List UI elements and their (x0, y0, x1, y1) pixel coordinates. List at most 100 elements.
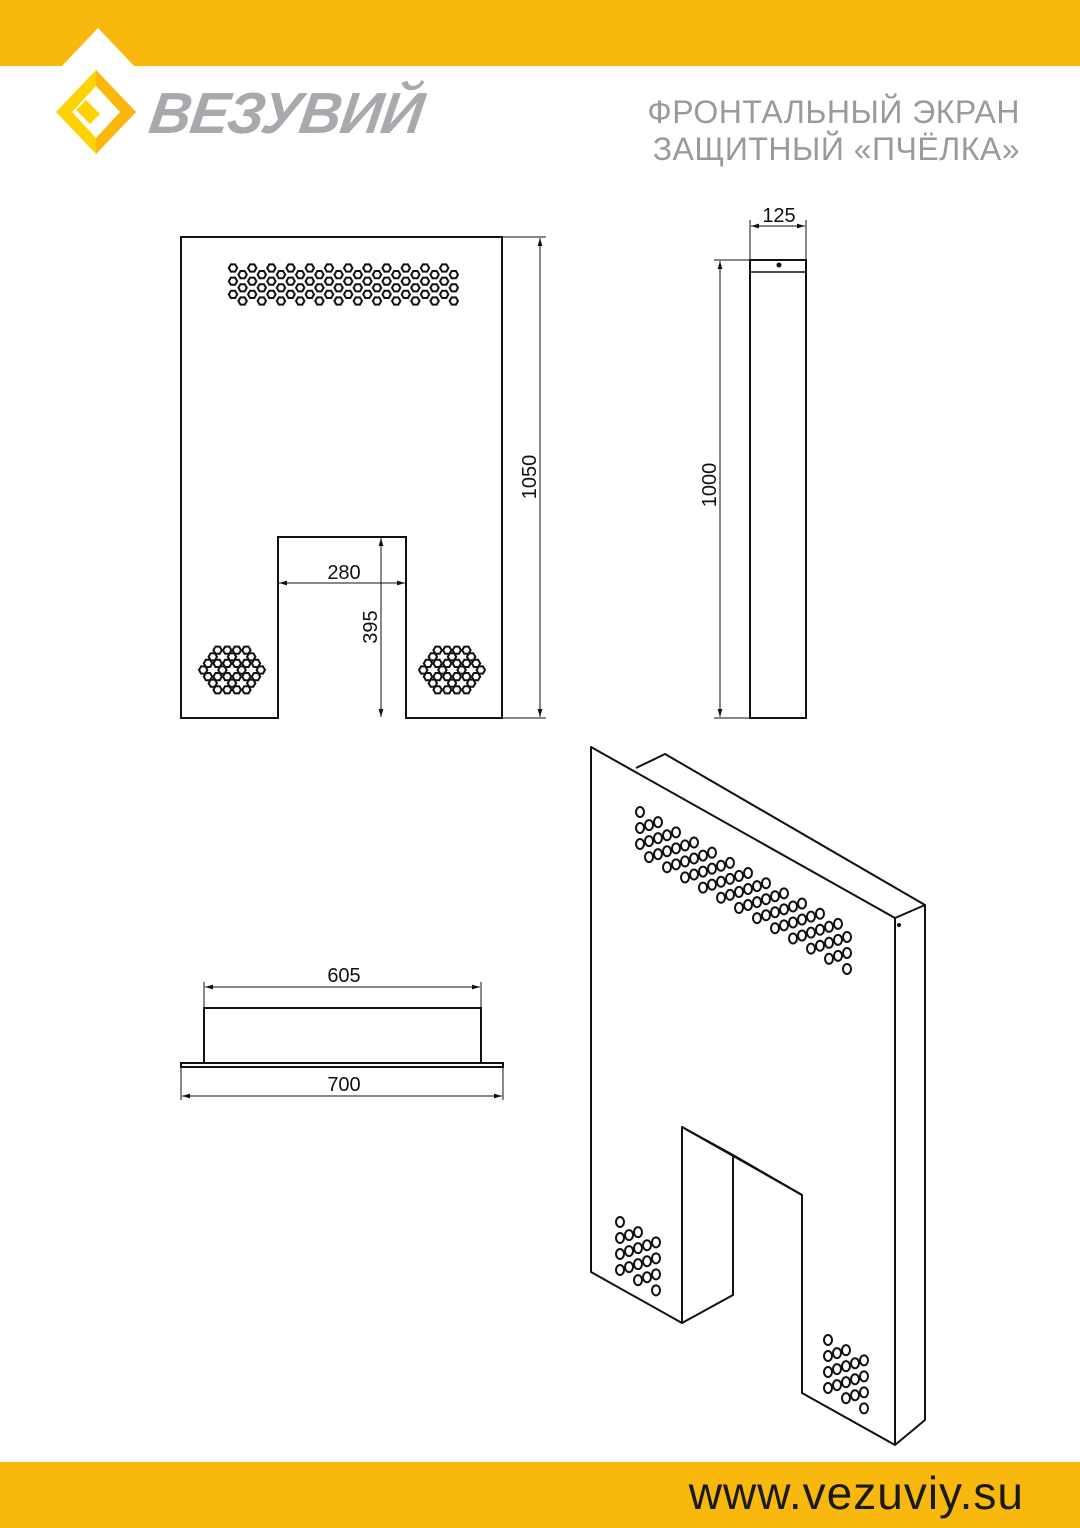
hex-hole (285, 289, 296, 299)
hex-hole (227, 289, 239, 299)
hex-hole (653, 832, 663, 845)
hex-hole (245, 678, 257, 688)
hex-hole (824, 936, 834, 949)
hex-hole (859, 1386, 869, 1399)
hex-hole (671, 858, 681, 871)
hex-hole (314, 296, 325, 306)
hex-hole (615, 1248, 625, 1260)
hex-hole (752, 896, 762, 909)
hex-hole (432, 685, 443, 695)
hex-hole (419, 276, 431, 286)
hex-hole (815, 923, 825, 936)
hex-hole (788, 916, 798, 929)
hex-hole (231, 672, 243, 682)
hex-hole (689, 836, 699, 849)
hex-hole (734, 869, 744, 882)
hex-hole (212, 645, 223, 655)
hex-hole (644, 819, 654, 832)
hex-hole (333, 270, 344, 280)
hex-hole (304, 289, 316, 299)
hex-hole (255, 665, 267, 675)
hex-hole (633, 1274, 643, 1287)
iso-hex-perforation-bottom-right (823, 1334, 869, 1415)
hex-hole (461, 658, 472, 668)
hex-hole (246, 276, 258, 286)
hex-hole (743, 867, 753, 880)
hex-hole (653, 816, 663, 829)
hex-hole (429, 296, 440, 306)
hex-hole (275, 283, 287, 293)
hex-hole (707, 862, 717, 875)
hex-hole (241, 685, 252, 695)
hex-hole (823, 1382, 833, 1394)
hex-hole (221, 685, 233, 695)
hex-hole (323, 263, 335, 273)
hex-hole (707, 846, 717, 859)
hex-hole (438, 276, 450, 286)
iso-hex-perforation-top (635, 806, 852, 975)
hex-hole (633, 1258, 643, 1271)
dimension-label-700: 700 (327, 1074, 360, 1096)
hex-hole (429, 270, 440, 280)
hex-hole (285, 263, 296, 273)
hex-hole (761, 893, 771, 906)
hex-hole (371, 283, 383, 293)
hex-hole (770, 906, 780, 919)
hex-hole (438, 263, 450, 273)
hex-hole (651, 1236, 661, 1249)
hex-hole (788, 900, 798, 913)
hex-hole (342, 276, 354, 286)
hex-hole (381, 289, 392, 299)
hex-hole (633, 1226, 643, 1239)
hex-hole (788, 932, 798, 945)
hex-hole (707, 878, 717, 891)
hex-hole (761, 877, 771, 890)
hex-hole (761, 909, 771, 922)
hex-hole (419, 289, 431, 299)
hex-hole (842, 962, 852, 975)
hex-hole (390, 296, 402, 306)
hex-hole (432, 645, 443, 655)
hex-hole (671, 842, 681, 855)
hex-hole (381, 263, 392, 273)
hex-hole (371, 296, 383, 306)
hex-hole (698, 849, 708, 862)
hex-hole (689, 852, 699, 865)
hex-hole (651, 1268, 661, 1281)
hex-hole (294, 283, 306, 293)
hex-hole (231, 685, 243, 695)
dimension-label-1050: 1050 (519, 455, 541, 500)
hex-hole (615, 1232, 625, 1244)
hex-hole (381, 276, 392, 286)
hex-hole (323, 276, 335, 286)
hex-hole (250, 672, 262, 682)
hex-hole (390, 270, 402, 280)
hex-hole (333, 296, 344, 306)
hex-hole (400, 289, 412, 299)
hex-hole (246, 263, 258, 273)
hex-hole (859, 1354, 869, 1367)
title-line-2: ЗАЩИТНЫЙ «ПЧЁЛКА» (652, 131, 1020, 167)
hex-hole (212, 672, 223, 682)
dimension-label-395: 395 (360, 610, 382, 643)
hex-hole (823, 1334, 833, 1346)
hex-hole (304, 263, 316, 273)
document-title: ФРОНТАЛЬНЫЙ ЭКРАН ЗАЩИТНЫЙ «ПЧЁЛКА» (647, 94, 1020, 168)
hex-hole (470, 672, 482, 682)
hex-hole (624, 1229, 634, 1242)
hex-hole (680, 855, 690, 868)
hex-hole (698, 865, 708, 878)
hex-hole (314, 270, 325, 280)
website-link[interactable]: www.vezuviy.su (688, 1467, 1024, 1519)
hex-hole (635, 806, 645, 818)
hex-hole (832, 1347, 842, 1360)
front-view: 1050 280 395 (180, 236, 546, 719)
hex-hole (448, 270, 460, 280)
hex-hole (400, 263, 412, 273)
top-view (180, 982, 504, 1100)
hex-hole (237, 270, 248, 280)
hex-hole (410, 270, 421, 280)
dimension-label-605: 605 (327, 965, 360, 987)
hex-hole (275, 270, 287, 280)
